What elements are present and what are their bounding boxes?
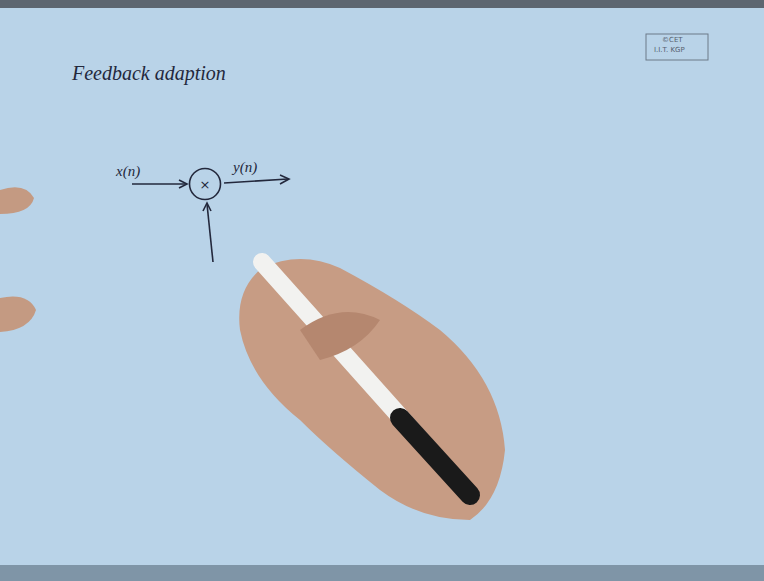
operator-symbol: × [200, 177, 211, 192]
fingers [300, 312, 380, 360]
circle-outline [190, 169, 221, 200]
handwritten-title: Feedback adaption [72, 62, 226, 84]
feedback-arrow [207, 204, 213, 262]
pen-body [262, 262, 470, 495]
output-arrow [224, 179, 288, 183]
signal-name: y(n) [233, 159, 257, 176]
multiplier-circle: × [188, 167, 222, 201]
top-edge [0, 0, 764, 8]
pen-cap [400, 418, 470, 495]
bottom-edge [0, 565, 764, 581]
signal-arrows [132, 175, 289, 262]
arrow-head [179, 180, 187, 188]
logo-box [646, 34, 708, 60]
arrow-head [280, 175, 289, 184]
input-arrow [132, 183, 186, 185]
finger [0, 297, 36, 333]
hand [0, 187, 505, 520]
finger [0, 187, 34, 214]
logo-text: I.I.T. KGP [654, 47, 685, 55]
signal-name: x(n) [116, 163, 140, 180]
arrow-head [203, 203, 211, 211]
paper [0, 8, 764, 565]
palm [239, 259, 505, 520]
logo-text: ©CET [662, 37, 683, 45]
